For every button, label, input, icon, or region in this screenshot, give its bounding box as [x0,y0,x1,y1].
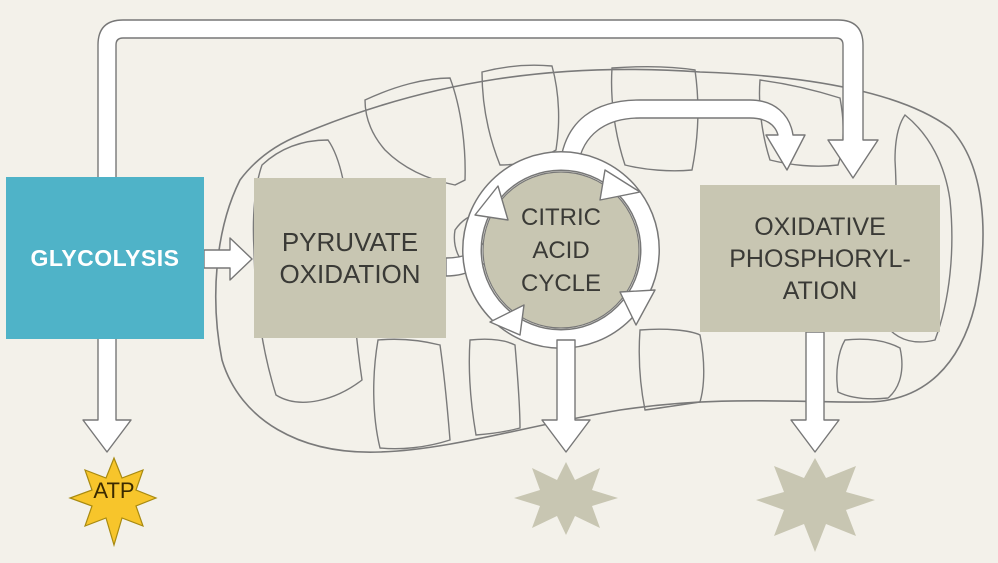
pyruvate-oxidation-box: PYRUVATE OXIDATION [254,178,446,338]
oxidative-phosphorylation-box: OXIDATIVE PHOSPHORYL- ATION [700,185,940,332]
glycolysis-to-pyruvate-arrow [203,237,253,281]
cycle-arrowhead-left [474,185,509,221]
citric-label-line-3: CYCLE [520,269,602,297]
oxphos-label-line-3: ATION [782,276,858,305]
crista-6 [889,113,953,343]
cycle-arrowheads [474,169,656,336]
glycolysis-label: GLYCOLYSIS [30,244,180,271]
cycle-arrowhead-top-right [599,169,641,201]
crista-3 [481,64,560,166]
citric-cycle-core [482,171,640,329]
crista-4 [610,65,699,172]
cycle-arrowhead-right [619,289,656,326]
crista-10 [638,328,705,411]
citric-acid-cycle-label: CITRIC ACID CYCLE [486,175,636,325]
atp-label: ATP [93,478,135,503]
top-loop-arrow [82,19,879,453]
pyruvate-label-line-2: OXIDATION [279,259,421,289]
cycle-down-arrow [541,339,591,453]
grey-burst-icon [514,462,618,535]
cycle-to-oxphos-arrow [559,99,806,171]
pyruvate-label-line-1: PYRUVATE [281,227,419,257]
oxphos-label-line-1: OXIDATIVE [754,212,886,241]
grey-burst-icon [756,458,875,552]
citric-cycle-ring [463,152,659,348]
cristae [252,64,953,450]
crista-7 [836,338,903,400]
atp-burst-icon [68,456,158,548]
crista-8 [373,338,451,450]
oxphos-label-line-2: PHOSPHORYL- [729,244,911,273]
crista-5 [758,79,844,167]
glycolysis-box: GLYCOLYSIS [6,177,204,339]
crista-9 [468,338,521,436]
crista-2 [364,77,466,186]
citric-label-line-2: ACID [532,236,590,264]
citric-label-line-1: CITRIC [521,203,601,231]
cycle-arrowhead-bottom-left [489,304,525,336]
oxphos-down-arrow [790,331,840,453]
